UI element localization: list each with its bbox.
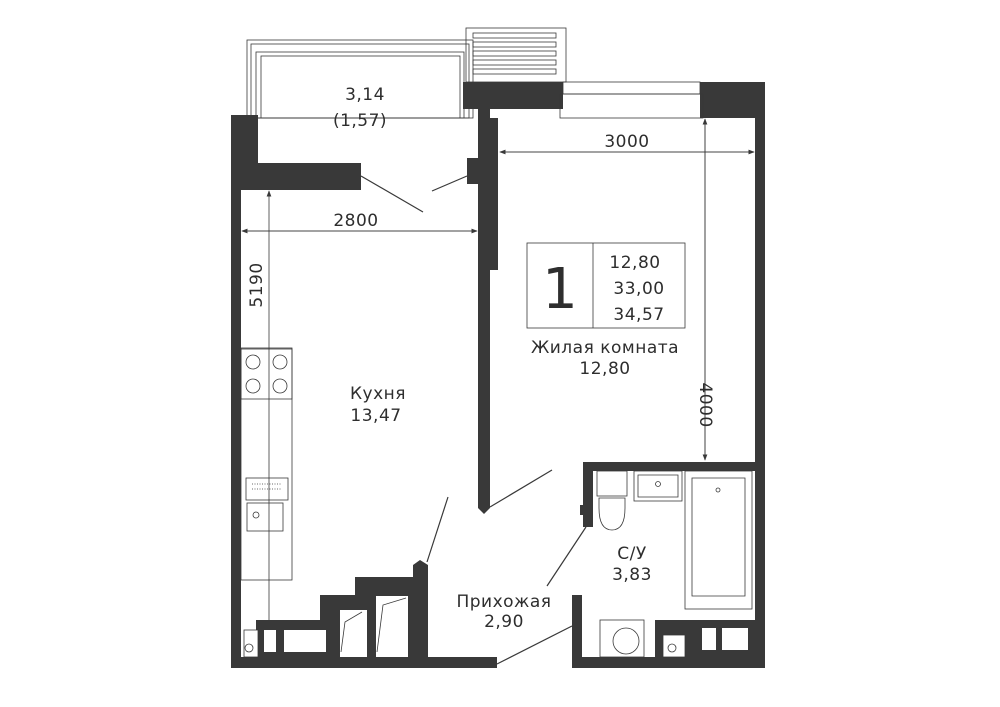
door-swings [360, 175, 587, 665]
bathroom-name: С/У [617, 544, 647, 564]
balcony [246, 39, 474, 119]
dimension-4000: 4000 [695, 382, 715, 427]
wardrobes [243, 596, 748, 658]
balcony-area-reduced: (1,57) [333, 111, 387, 131]
kitchen-counter [240, 347, 293, 581]
hallway-name: Прихожая [456, 592, 551, 612]
rooms-count: 1 [542, 257, 578, 322]
apartment-info-box: 1 12,80 33,00 34,57 [526, 242, 686, 329]
bathroom-area: 3,83 [612, 565, 652, 585]
dimension-3000: 3000 [604, 132, 649, 152]
hallway-area: 2,90 [484, 612, 524, 632]
total-area: 33,00 [613, 279, 664, 299]
window-top [559, 81, 704, 119]
living-area: 12,80 [609, 253, 660, 273]
kitchen-area: 13,47 [350, 406, 401, 426]
living-room-area: 12,80 [579, 359, 630, 379]
dimension-5190: 5190 [247, 262, 267, 307]
balcony-area: 3,14 [345, 85, 385, 105]
dimension-2800: 2800 [333, 211, 378, 231]
area-with-balcony: 34,57 [613, 305, 664, 325]
ventilation-grille [465, 27, 567, 83]
kitchen-name: Кухня [350, 384, 406, 404]
dimension-lines [241, 118, 755, 620]
living-room-name: Жилая комната [531, 338, 679, 358]
bathroom-fixtures [596, 470, 753, 658]
